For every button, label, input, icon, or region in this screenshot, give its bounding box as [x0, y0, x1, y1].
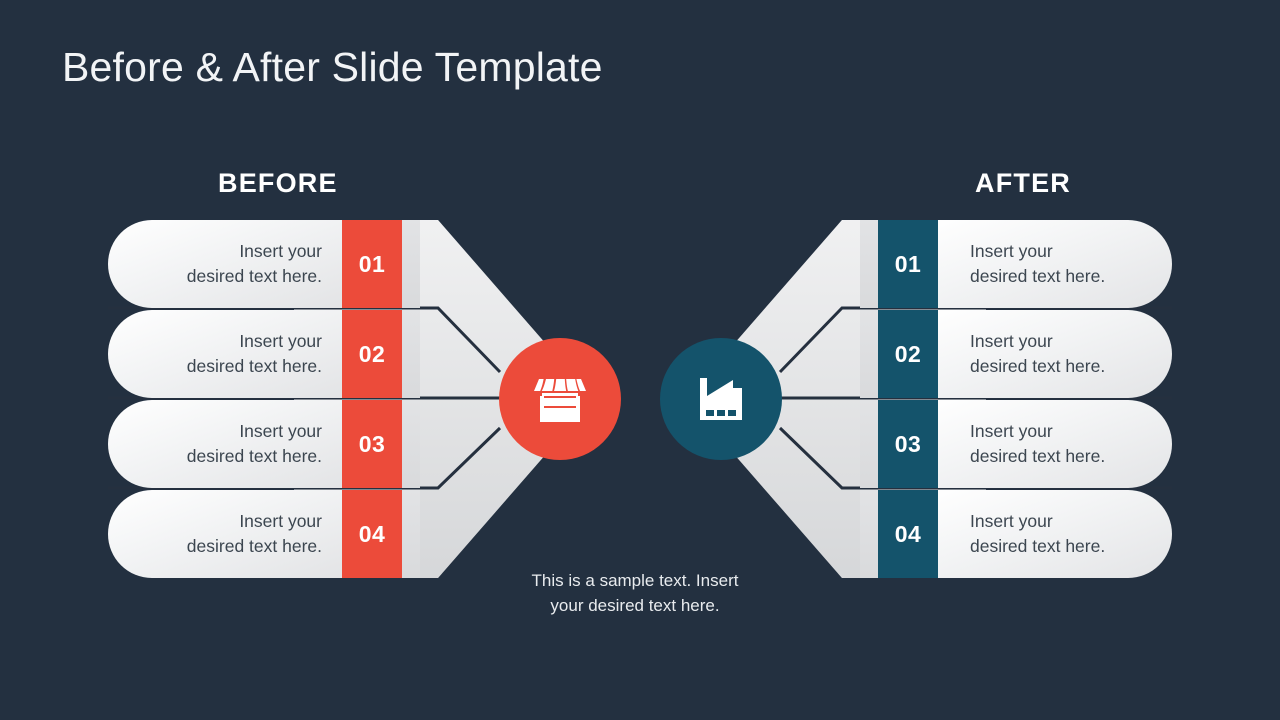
after-row-line1: Insert your: [970, 511, 1053, 531]
pill-background: [108, 400, 342, 488]
after-row-text: Insert your desired text here.: [970, 220, 1170, 308]
pill-background: [108, 490, 342, 578]
before-row-line1: Insert your: [239, 331, 322, 351]
before-row-line2: desired text here.: [186, 266, 322, 286]
before-row-line1: Insert your: [239, 511, 322, 531]
slide-caption: This is a sample text. Insert your desir…: [480, 568, 790, 618]
band-filler: [860, 400, 878, 488]
after-row-line2: desired text here.: [970, 356, 1106, 376]
after-row-number: 03: [878, 400, 938, 488]
store-front-icon: [534, 379, 586, 422]
before-row-text: Insert your desired text here.: [128, 310, 322, 398]
after-heading: AFTER: [975, 168, 1071, 198]
after-row-text: Insert your desired text here.: [970, 310, 1170, 398]
pill-background: [108, 310, 342, 398]
before-row-number: 02: [342, 310, 402, 398]
caption-line1: This is a sample text. Insert: [531, 571, 739, 590]
pill-background: [108, 220, 342, 308]
before-row-number: 01: [342, 220, 402, 308]
band-filler: [402, 310, 420, 398]
before-row-line1: Insert your: [239, 241, 322, 261]
before-row-number: 04: [342, 490, 402, 578]
band-filler: [402, 220, 420, 308]
before-row-line2: desired text here.: [186, 446, 322, 466]
after-row-line2: desired text here.: [970, 536, 1106, 556]
before-row-text: Insert your desired text here.: [128, 220, 322, 308]
after-row-line2: desired text here.: [970, 446, 1106, 466]
before-row-line2: desired text here.: [186, 356, 322, 376]
band-filler: [402, 400, 420, 488]
before-row-01[interactable]: 01 Insert your desired text here.: [108, 220, 420, 308]
after-row-line2: desired text here.: [970, 266, 1106, 286]
before-row-text: Insert your desired text here.: [128, 400, 322, 488]
before-row-line2: desired text here.: [186, 536, 322, 556]
before-icon-circle[interactable]: [499, 338, 621, 460]
band-filler: [860, 490, 878, 578]
after-row-03[interactable]: 03 Insert your desired text here.: [860, 400, 1172, 488]
after-row-04[interactable]: 04 Insert your desired text here.: [860, 490, 1172, 578]
pill-background: [932, 490, 1172, 578]
page-title: Before & After Slide Template: [62, 44, 603, 90]
after-row-line1: Insert your: [970, 241, 1053, 261]
after-row-02[interactable]: 02 Insert your desired text here.: [860, 310, 1172, 398]
factory-icon: [700, 378, 742, 420]
after-row-line1: Insert your: [970, 421, 1053, 441]
after-row-line1: Insert your: [970, 331, 1053, 351]
before-row-text: Insert your desired text here.: [128, 490, 322, 578]
pill-background: [932, 220, 1172, 308]
before-row-02[interactable]: 02 Insert your desired text here.: [108, 310, 420, 398]
after-row-number: 04: [878, 490, 938, 578]
after-row-number: 02: [878, 310, 938, 398]
before-row-line1: Insert your: [239, 421, 322, 441]
after-row-text: Insert your desired text here.: [970, 400, 1170, 488]
before-row-03[interactable]: 03 Insert your desired text here.: [108, 400, 420, 488]
after-row-01[interactable]: 01 Insert your desired text here.: [860, 220, 1172, 308]
pill-background: [932, 310, 1172, 398]
after-icon-circle[interactable]: [660, 338, 782, 460]
pill-background: [932, 400, 1172, 488]
before-heading: BEFORE: [218, 168, 338, 198]
before-row-04[interactable]: 04 Insert your desired text here.: [108, 490, 420, 578]
band-filler: [860, 310, 878, 398]
after-row-text: Insert your desired text here.: [970, 490, 1170, 578]
caption-line2: your desired text here.: [550, 596, 720, 615]
before-row-number: 03: [342, 400, 402, 488]
band-filler: [860, 220, 878, 308]
after-row-number: 01: [878, 220, 938, 308]
band-filler: [402, 490, 420, 578]
